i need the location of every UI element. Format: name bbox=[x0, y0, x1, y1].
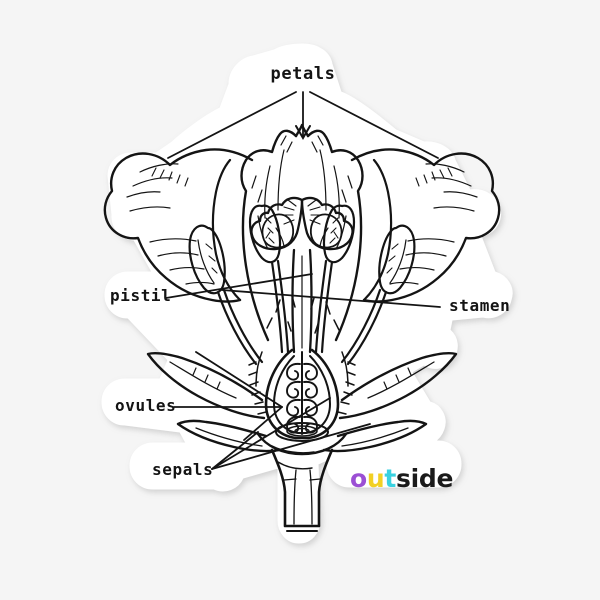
flower-stem bbox=[270, 448, 334, 532]
leader-lines-group bbox=[165, 91, 441, 470]
leader-petals bbox=[167, 91, 439, 159]
sepal-right-upper bbox=[338, 352, 458, 420]
ovules-group bbox=[286, 362, 318, 434]
leader-sepals bbox=[211, 397, 371, 470]
receptacle-disc bbox=[256, 422, 348, 456]
sepal-right-lower bbox=[322, 419, 428, 453]
logo-letter-t: t bbox=[384, 464, 396, 493]
stamen-outer-left bbox=[188, 224, 264, 366]
ovary-hatching bbox=[248, 295, 356, 415]
leader-pistil bbox=[165, 273, 313, 299]
label-petals: petals bbox=[270, 64, 335, 84]
leader-stamen bbox=[221, 289, 441, 308]
stamen-outer-right bbox=[340, 224, 416, 366]
stamen-inner-right bbox=[314, 204, 356, 354]
label-ovules: ovules bbox=[115, 396, 176, 415]
flower-drawing-group bbox=[103, 123, 501, 532]
pistil-stigma bbox=[250, 196, 354, 251]
label-pistil: pistil bbox=[110, 286, 171, 305]
sepal-left-lower bbox=[176, 419, 282, 453]
logo-letter-o: o bbox=[350, 464, 367, 493]
logo-text-side: side bbox=[396, 464, 453, 493]
svg-text:outside: outside bbox=[350, 464, 453, 493]
leader-ovules bbox=[173, 351, 283, 441]
outside-logo: outside bbox=[350, 464, 453, 493]
label-sepals: sepals bbox=[152, 460, 213, 479]
label-stamen: stamen bbox=[449, 296, 510, 315]
logo-letter-u: u bbox=[367, 464, 385, 493]
petal-left-outer bbox=[103, 148, 254, 303]
labels-group: petals pistil stamen ovules sepals bbox=[110, 64, 510, 479]
sepal-left-upper bbox=[146, 352, 266, 420]
